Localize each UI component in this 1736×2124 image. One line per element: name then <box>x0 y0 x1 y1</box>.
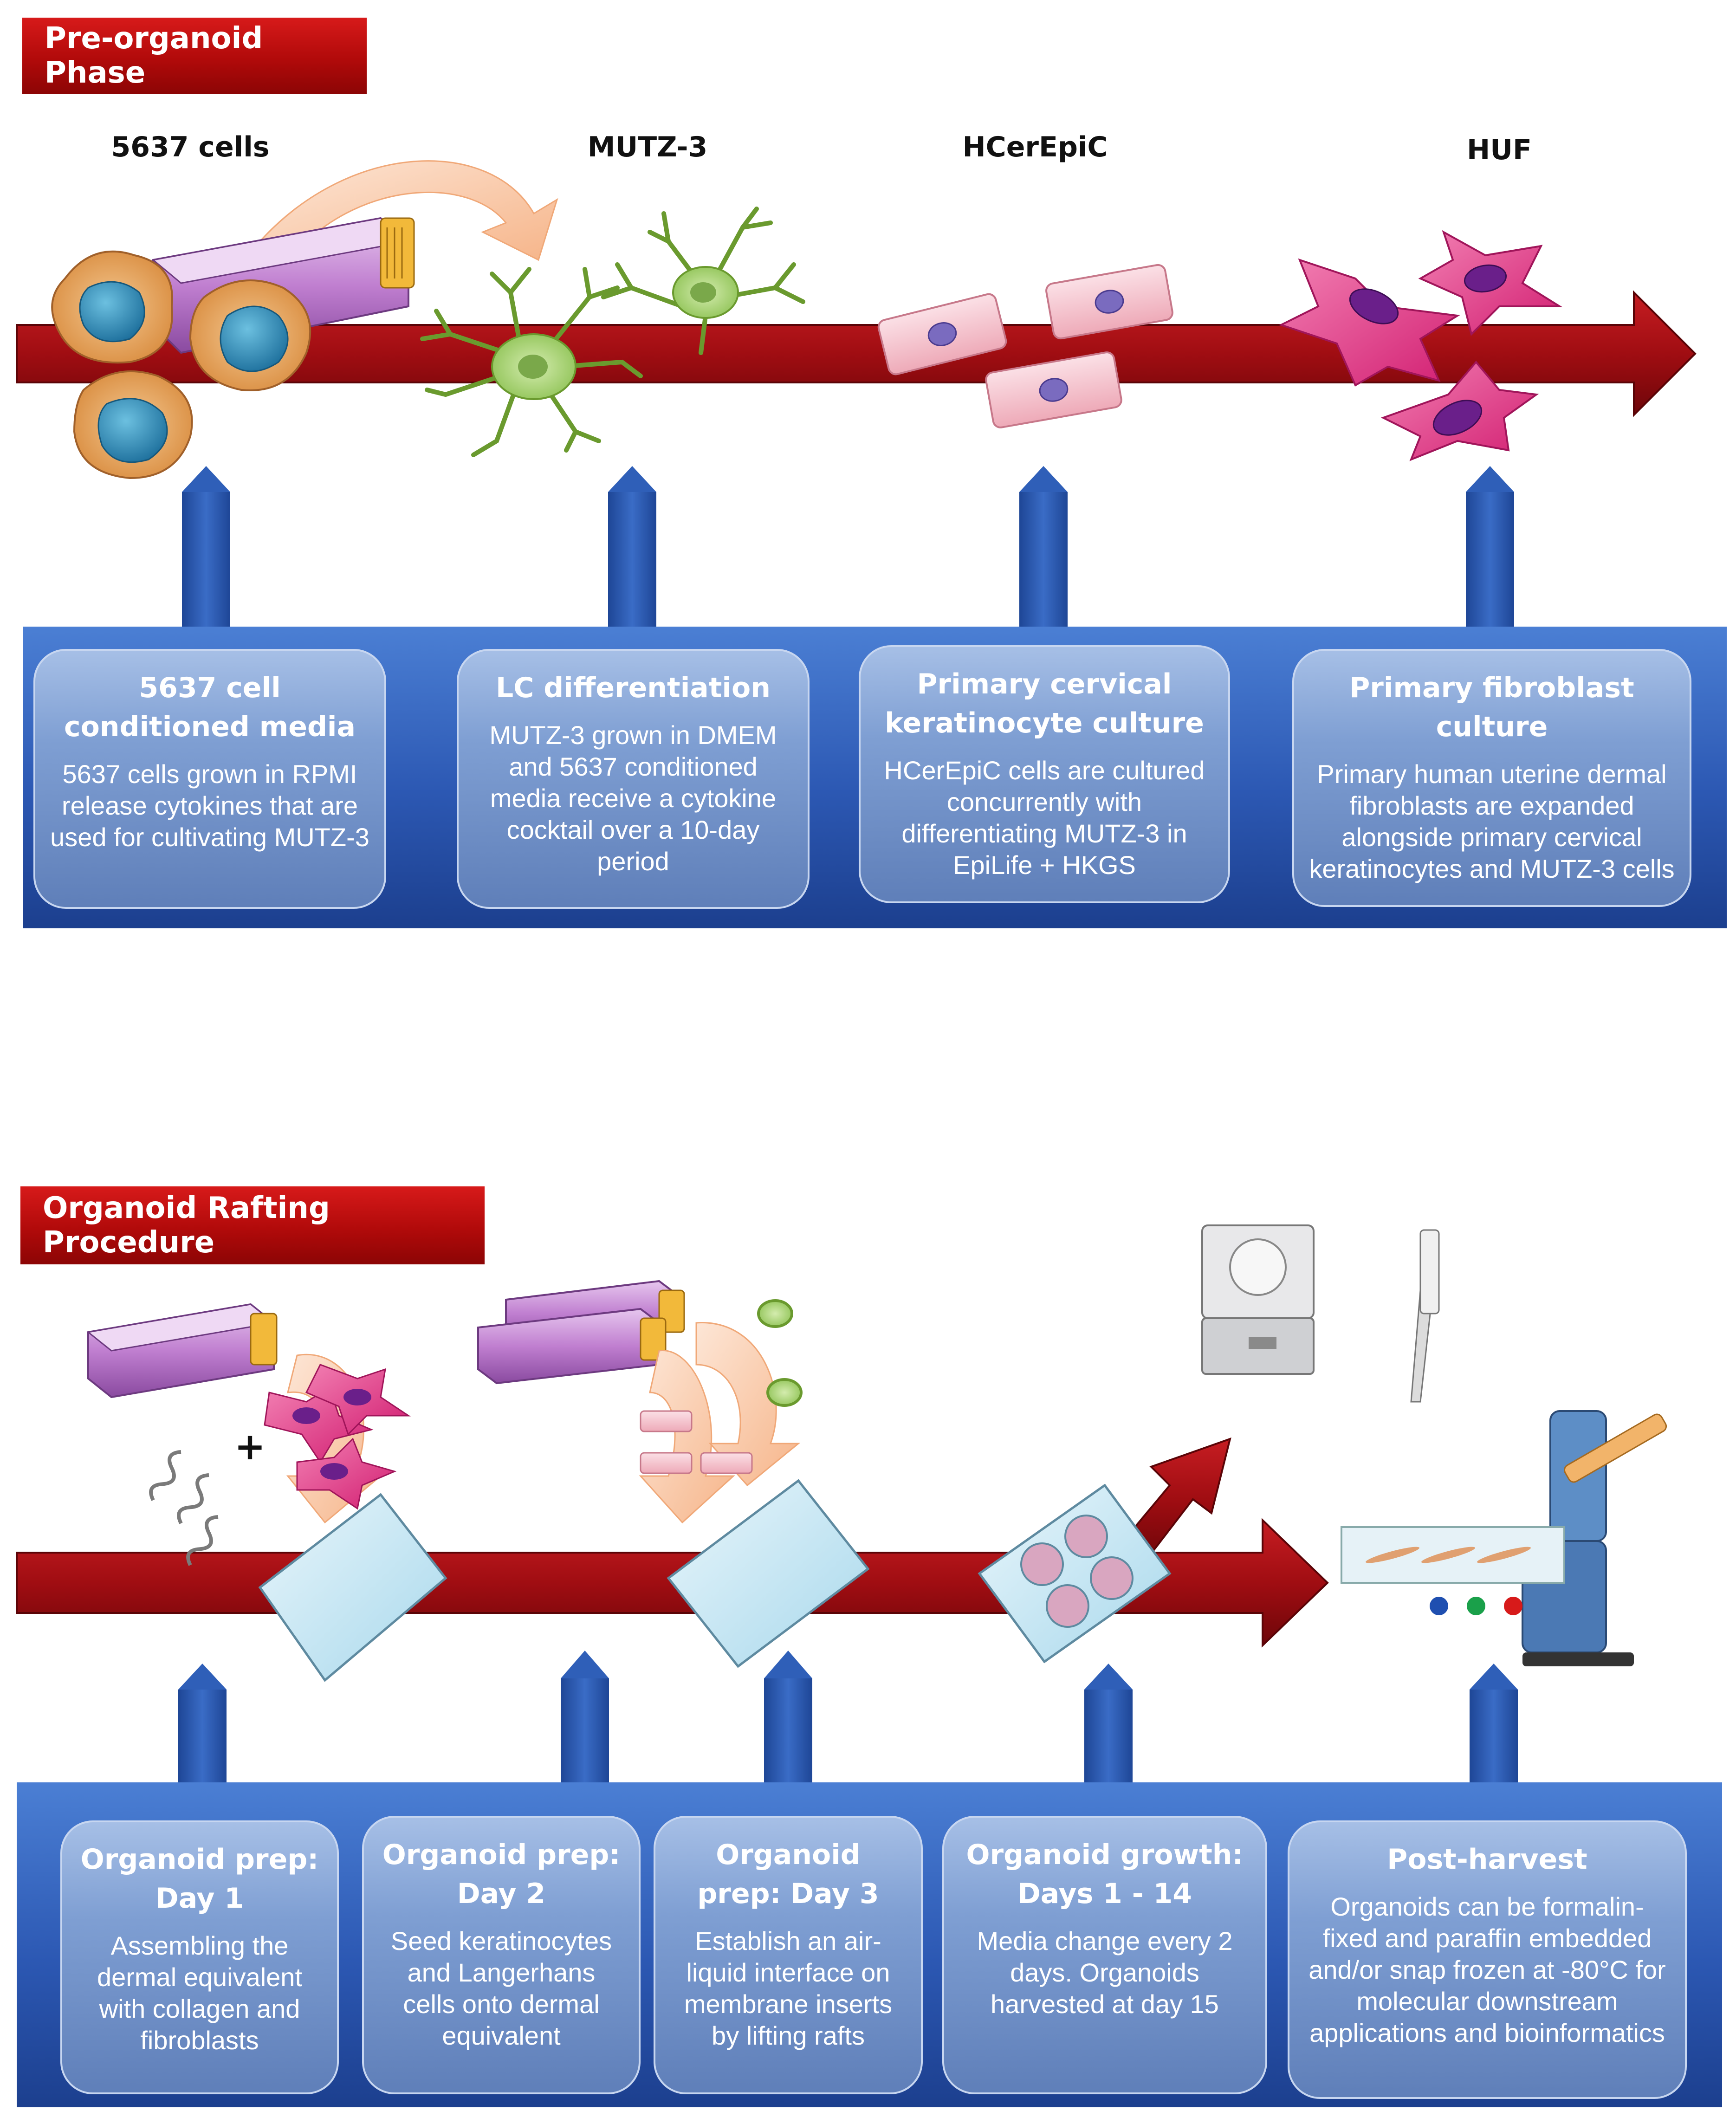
card-primary-cervical-keratinocyte: Primary cervical keratinocyte culture HC… <box>859 645 1230 903</box>
collagen-fiber-icons <box>149 1450 219 1566</box>
raft-pointer-arrows <box>178 1651 1518 1792</box>
card-body: Assembling the dermal equivalent with co… <box>97 1931 303 2055</box>
card-post-harvest: Post-harvest Organoids can be formalin-f… <box>1288 1820 1687 2099</box>
card-title: Primary fibroblast culture <box>1349 672 1634 743</box>
flask-icon-step1 <box>86 1303 278 1399</box>
card-title: Organoid growth: Days 1 - 14 <box>966 1839 1244 1910</box>
well-plate-step1 <box>258 1493 447 1682</box>
well-plate-step2 <box>667 1479 870 1668</box>
label-huf: HUF <box>1467 134 1532 166</box>
card-body: Primary human uterine dermal fibroblasts… <box>1309 759 1675 883</box>
card-organoid-prep-day-1: Organoid prep: Day 1 Assembling the derm… <box>60 1820 339 2094</box>
huf-cell-icons <box>1278 230 1563 461</box>
card-organoid-growth: Organoid growth: Days 1 - 14 Media chang… <box>942 1816 1267 2094</box>
card-organoid-prep-day-2: Organoid prep: Day 2 Seed keratinocytes … <box>362 1816 641 2094</box>
hcerepic-cell-icons <box>877 264 1173 428</box>
pre-pointer-3 <box>1019 466 1068 631</box>
pre-pointer-2 <box>608 466 656 631</box>
card-title: LC differentiation <box>496 672 771 704</box>
card-title: Organoid prep: Day 2 <box>382 1839 621 1910</box>
raft-pointer-2 <box>561 1651 609 1790</box>
5637-cell-icons <box>51 250 311 479</box>
card-5637-conditioned-media: 5637 cell conditioned media 5637 cells g… <box>33 649 386 909</box>
raft-pointer-1 <box>178 1664 227 1782</box>
card-title: Organoid prep: Day 1 <box>80 1843 319 1915</box>
pre-timeline-arrow <box>16 290 1697 417</box>
raft-pointer-5 <box>1470 1664 1518 1792</box>
card-primary-fibroblast-culture: Primary fibroblast culture Primary human… <box>1292 649 1691 907</box>
organoid-rafting-procedure-tag: Organoid Rafting Procedure <box>20 1186 485 1264</box>
pre-pointer-4 <box>1466 466 1514 631</box>
label-mutz-3: MUTZ-3 <box>587 131 708 163</box>
langerhans-icons-step2 <box>757 1299 803 1407</box>
transfer-arrow-peach <box>259 160 558 261</box>
flask-icons-step2 <box>477 1280 685 1385</box>
card-title: Organoid prep: Day 3 <box>697 1839 879 1910</box>
label-5637-cells: 5637 cells <box>111 131 270 163</box>
pipette-icon <box>1410 1229 1440 1403</box>
label-hcerepic: HCerEpiC <box>962 131 1108 163</box>
card-body: Organoids can be formalin-fixed and para… <box>1308 1892 1666 2047</box>
plus-sign: + <box>234 1425 266 1468</box>
mutz3-cell-icons <box>420 207 805 457</box>
card-body: Establish an air-liquid interface on mem… <box>684 1926 893 2050</box>
card-organoid-prep-day-3: Organoid prep: Day 3 Establish an air-li… <box>654 1816 923 2094</box>
fibroblast-icons-step1 <box>264 1364 411 1510</box>
pre-organoid-phase-tag: Pre-organoid Phase <box>22 18 367 94</box>
transfer-arrow-peach-step2b <box>695 1322 801 1487</box>
card-body: Seed keratinocytes and Langerhans cells … <box>390 1926 612 2050</box>
pre-pointer-arrows <box>182 466 1514 631</box>
pre-pointer-1 <box>182 466 230 631</box>
card-title: Primary cervical keratinocyte culture <box>885 668 1204 739</box>
card-title: 5637 cell conditioned media <box>64 672 356 743</box>
transfer-arrow-peach-step2 <box>639 1350 735 1524</box>
card-lc-differentiation: LC differentiation MUTZ-3 grown in DMEM … <box>457 649 810 909</box>
raft-pointer-4 <box>1084 1664 1133 1792</box>
card-body: 5637 cells grown in RPMI release cytokin… <box>50 759 369 852</box>
keratinocyte-icons-step2 <box>640 1410 753 1474</box>
card-body: MUTZ-3 grown in DMEM and 5637 conditione… <box>489 720 777 876</box>
rgb-dot-icons <box>1430 1597 1522 1615</box>
card-title: Post-harvest <box>1387 1843 1587 1876</box>
raft-pointer-3 <box>764 1651 812 1790</box>
card-body: Media change every 2 days. Organoids har… <box>977 1926 1233 2019</box>
card-body: HCerEpiC cells are cultured concurrently… <box>884 756 1205 880</box>
six-well-plate-step4 <box>978 1483 1172 1664</box>
slide-icon <box>1341 1526 1565 1584</box>
centrifuge-icon <box>1201 1224 1315 1375</box>
branch-arrow <box>1122 1437 1231 1561</box>
